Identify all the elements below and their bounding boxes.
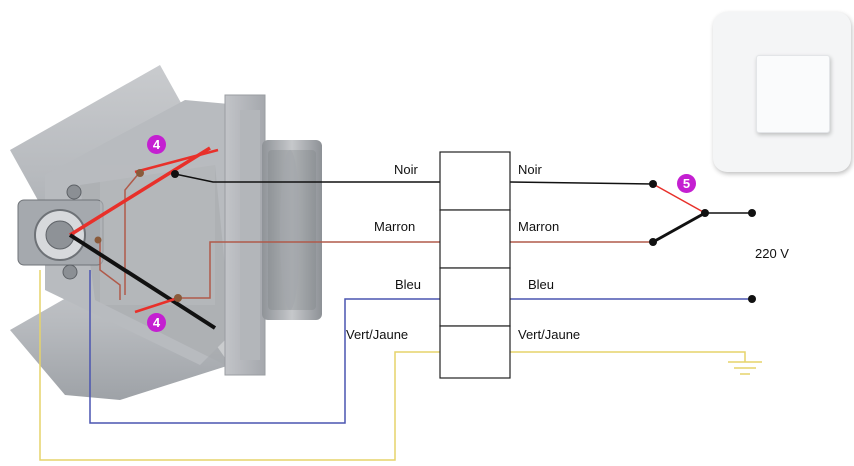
badge-5-switch: 5 (677, 174, 696, 193)
terminal-block (439, 151, 511, 379)
wire-bleu-left (89, 270, 440, 424)
wire-vert-jaune-right (510, 351, 746, 362)
label-vert-jaune-right: Vert/Jaune (518, 327, 581, 342)
black-arm-wire (68, 233, 217, 330)
label-vert-jaune-left: Vert/Jaune (346, 327, 409, 342)
wall-switch-key (756, 55, 830, 133)
ground-symbol (728, 361, 762, 375)
label-noir-left: Noir (394, 162, 418, 177)
contact-dots (94, 169, 182, 302)
wire-noir-right (509, 181, 654, 185)
badge-4-bottom: 4 (147, 313, 166, 332)
wire-vert-jaune-left (39, 270, 440, 461)
red-arm-wire (69, 146, 211, 237)
voltage-label: 220 V (755, 246, 789, 261)
wire-noir-left (174, 173, 440, 183)
label-bleu-right: Bleu (528, 277, 555, 292)
label-marron-left: Marron (374, 219, 416, 234)
label-noir-right: Noir (518, 162, 542, 177)
valve-body (10, 65, 322, 400)
switch-symbol (649, 180, 756, 303)
red-contact-wire (134, 148, 219, 174)
red-contact-wire-bottom (134, 296, 179, 314)
badge-4-top: 4 (147, 135, 166, 154)
label-bleu-left: Bleu (395, 277, 422, 292)
label-marron-right: Marron (518, 219, 560, 234)
